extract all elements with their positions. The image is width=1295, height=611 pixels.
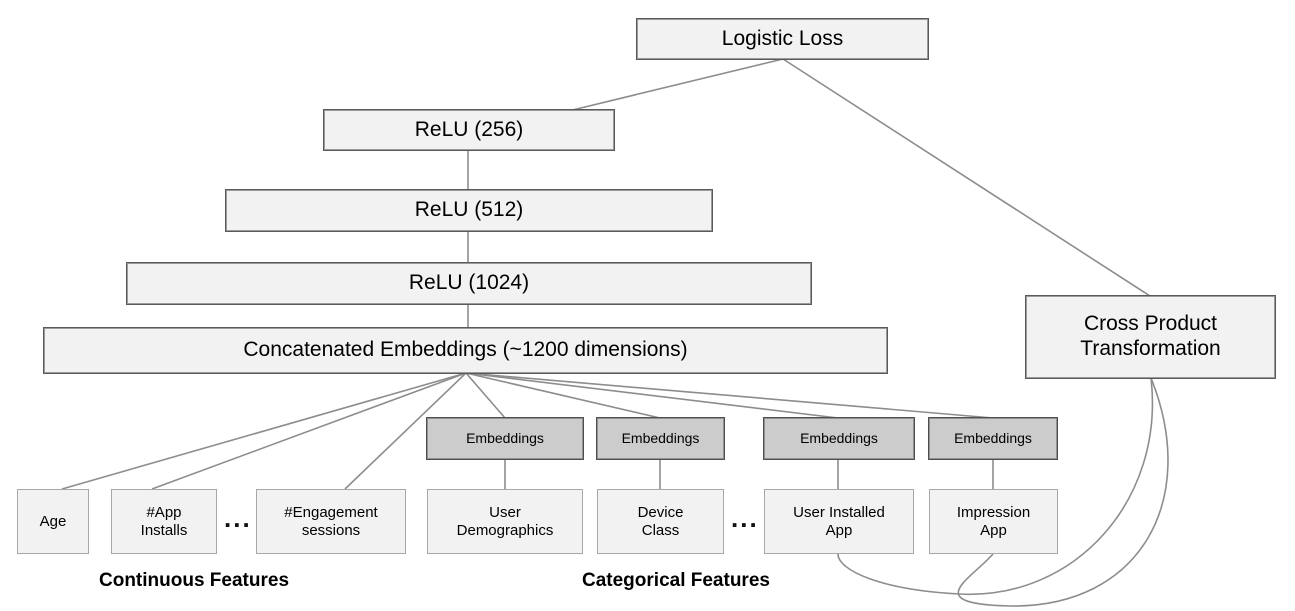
group-label-continuous-features: Continuous Features (99, 570, 290, 591)
edge-loss-to-relu256 (555, 58, 784, 115)
node-feature-age[interactable]: Age (17, 489, 89, 554)
node-embeddings-2[interactable]: Embeddings (597, 418, 724, 459)
node-embeddings-1-label: Embeddings (466, 430, 544, 447)
node-feature-impression-app-line-1: Impression (956, 503, 1031, 521)
ellipsis-continuous-features: ... (224, 503, 252, 533)
node-feature-engagement-sessions-line-1: #Engagement (284, 503, 378, 521)
node-cross-product-line-2: Transformation (1080, 337, 1221, 360)
edge-concat-to-app-installs (151, 372, 467, 490)
node-feature-impression-app[interactable]: Impression App (929, 489, 1058, 554)
node-embeddings-2-label: Embeddings (621, 430, 700, 447)
node-feature-user-demographics[interactable]: User Demographics (427, 489, 583, 554)
node-relu-256-label: ReLU (256) (414, 117, 524, 141)
node-concatenated-embeddings[interactable]: Concatenated Embeddings (~1200 dimension… (44, 328, 887, 373)
node-embeddings-1[interactable]: Embeddings (427, 418, 583, 459)
edge-concat-to-emb-3 (465, 372, 839, 419)
node-logistic-loss-label: Logistic Loss (721, 26, 844, 50)
edge-concat-to-emb-4 (465, 372, 994, 419)
node-feature-user-installed-app-line-1: User Installed (793, 503, 885, 521)
node-logistic-loss[interactable]: Logistic Loss (637, 19, 928, 59)
node-feature-device-class-line-1: Device (637, 503, 684, 521)
node-feature-app-installs[interactable]: #App Installs (111, 489, 217, 554)
node-feature-impression-app-line-2: App (980, 521, 1007, 539)
node-embeddings-4[interactable]: Embeddings (929, 418, 1057, 459)
edge-concat-to-age (61, 372, 467, 490)
node-feature-user-demographics-line-2: Demographics (456, 521, 554, 539)
node-embeddings-4-label: Embeddings (954, 430, 1032, 447)
node-relu-1024-label: ReLU (1024) (408, 271, 530, 295)
node-feature-app-installs-line-1: #App (146, 503, 182, 521)
node-feature-age-label: Age (39, 512, 67, 530)
edge-concat-to-emb-1 (465, 372, 506, 419)
node-cross-product-transformation[interactable]: Cross Product Transformation (1026, 296, 1275, 378)
ellipsis-categorical-features: ... (731, 503, 759, 533)
node-relu-512-label: ReLU (512) (414, 198, 524, 222)
edge-concat-to-emb-2 (465, 372, 661, 419)
node-relu-256[interactable]: ReLU (256) (324, 110, 614, 150)
node-feature-engagement-sessions-line-2: sessions (301, 521, 361, 539)
node-feature-user-installed-app-line-2: App (825, 521, 853, 539)
node-cross-product-line-1: Cross Product (1083, 312, 1218, 336)
edge-loss-to-cross (782, 58, 1151, 297)
group-label-categorical-features: Categorical Features (582, 570, 770, 591)
node-embeddings-3-label: Embeddings (800, 430, 878, 447)
node-feature-device-class-line-2: Class (641, 521, 680, 539)
node-feature-device-class[interactable]: Device Class (597, 489, 724, 554)
node-concatenated-embeddings-label: Concatenated Embeddings (~1200 dimension… (243, 338, 688, 362)
node-feature-engagement-sessions[interactable]: #Engagement sessions (256, 489, 406, 554)
node-relu-1024[interactable]: ReLU (1024) (127, 263, 811, 304)
node-feature-app-installs-line-2: Installs (140, 521, 188, 539)
node-feature-user-demographics-line-1: User (489, 503, 521, 521)
node-relu-512[interactable]: ReLU (512) (226, 190, 712, 231)
node-embeddings-3[interactable]: Embeddings (764, 418, 914, 459)
node-feature-user-installed-app[interactable]: User Installed App (764, 489, 914, 554)
edge-cross-to-user-installed-app (837, 377, 1154, 595)
